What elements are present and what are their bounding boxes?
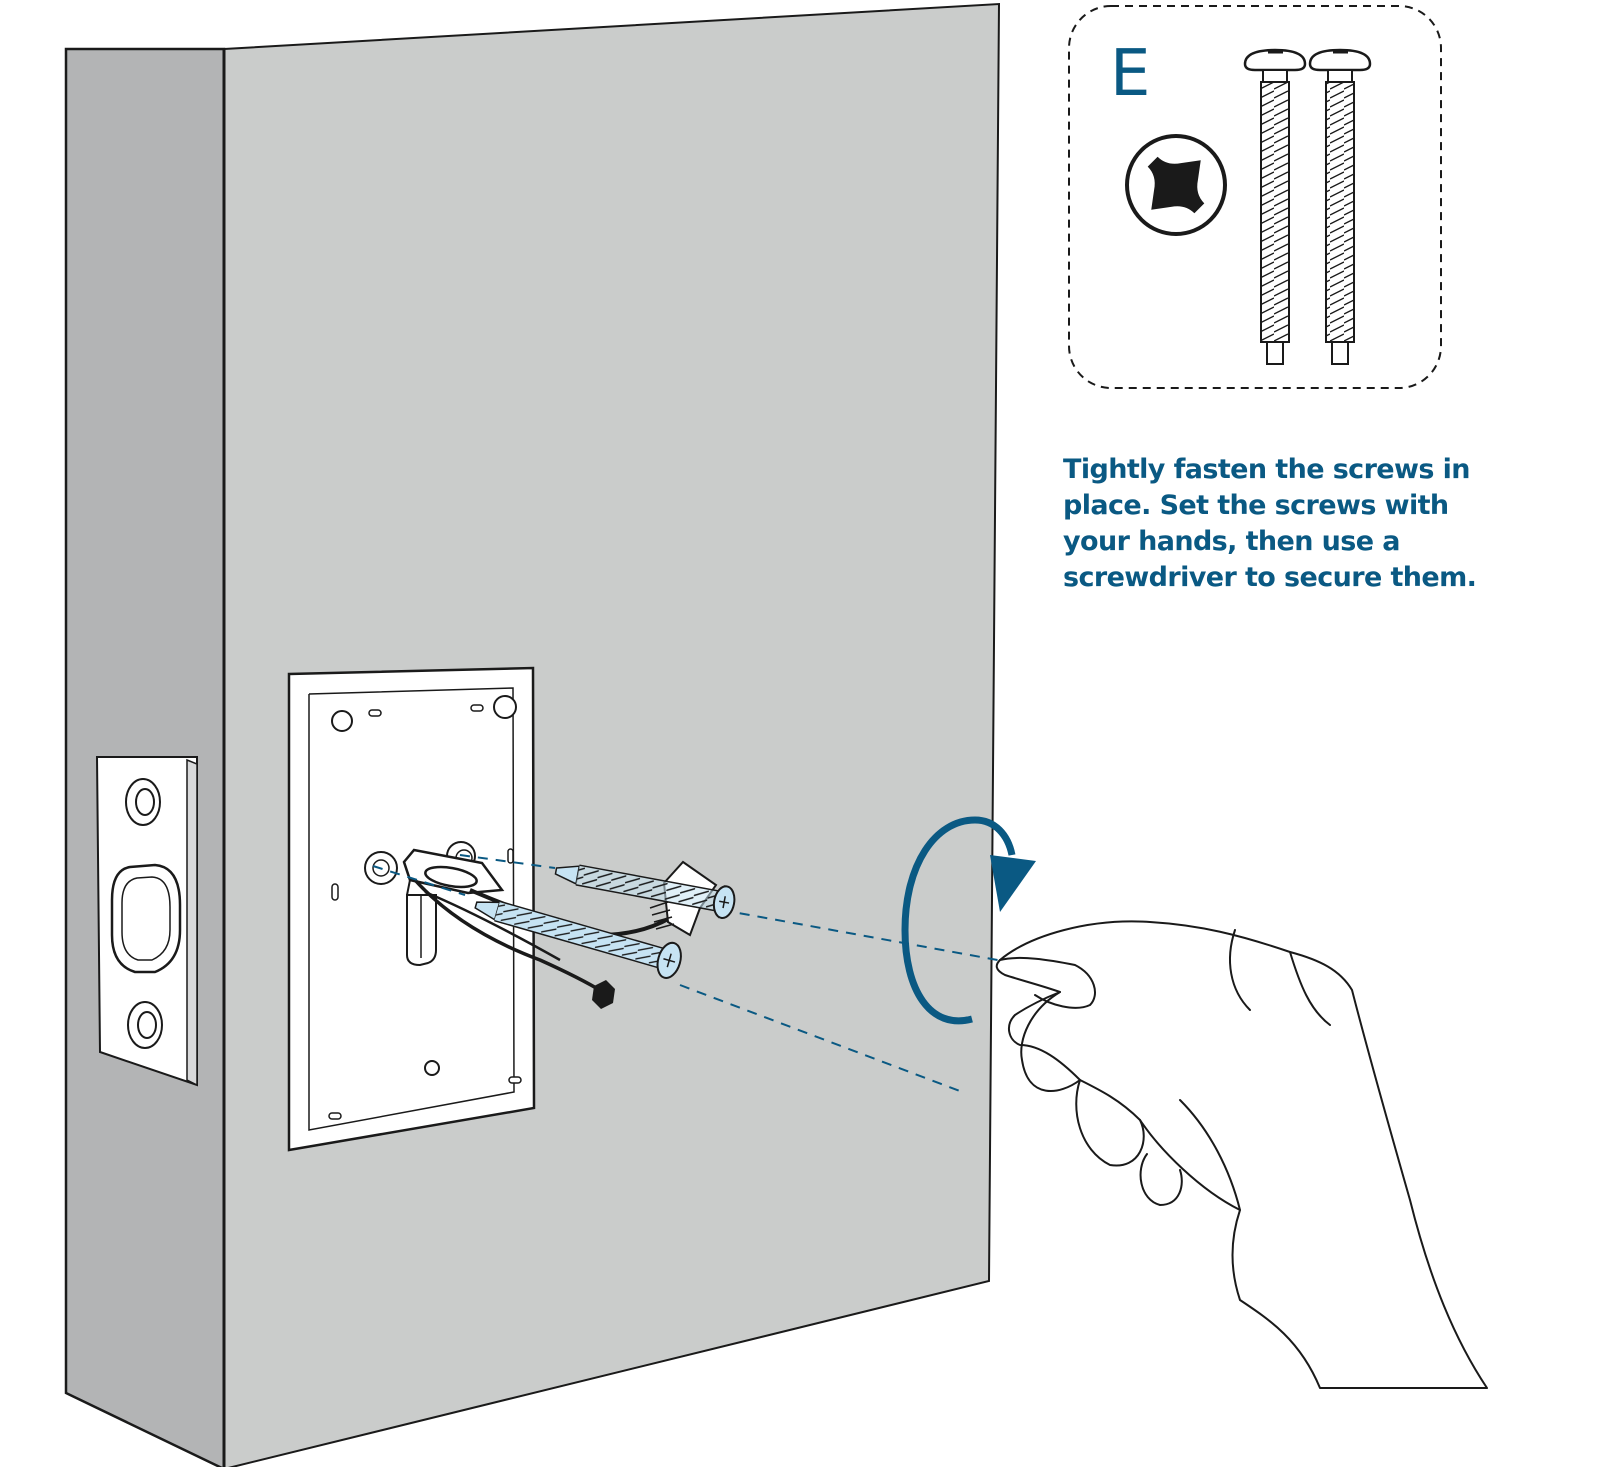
latch-bolt-opening [110,863,182,974]
kit-box [1068,5,1442,389]
mounting-screw-lower [474,900,682,979]
hand [995,920,1488,1389]
phillips-screwdriver-icon [1125,134,1227,236]
instruction-line: screwdriver to secure them. [1063,562,1477,593]
instruction-line: your hands, then use a [1063,526,1400,557]
plate-hole-top-right [493,695,517,719]
instruction-line: place. Set the screws with [1063,490,1449,521]
plate-hole-bottom [424,1060,440,1076]
cable-end-connector [592,980,615,1009]
kit-screw-1 [1243,48,1307,365]
instruction-line: Tightly fasten the screws in [1063,454,1471,485]
rotate-clockwise-arrow [901,816,1036,1025]
mounting-screw-upper [554,864,736,919]
black-cable [413,878,604,994]
guide-lines [372,854,1081,1094]
kit-screw-2 [1308,48,1372,365]
kit-letter-label: E [1110,37,1151,111]
latch-screw-hole-top [125,778,161,826]
cable-bracket [402,848,505,896]
latch-faceplate [95,756,198,1087]
plate-hole-top-left [331,710,353,732]
mounting-plate [287,666,718,1152]
instruction-text: Tightly fasten the screws in place. Set … [1063,452,1483,596]
latch-screw-hole-bottom [127,1001,163,1049]
